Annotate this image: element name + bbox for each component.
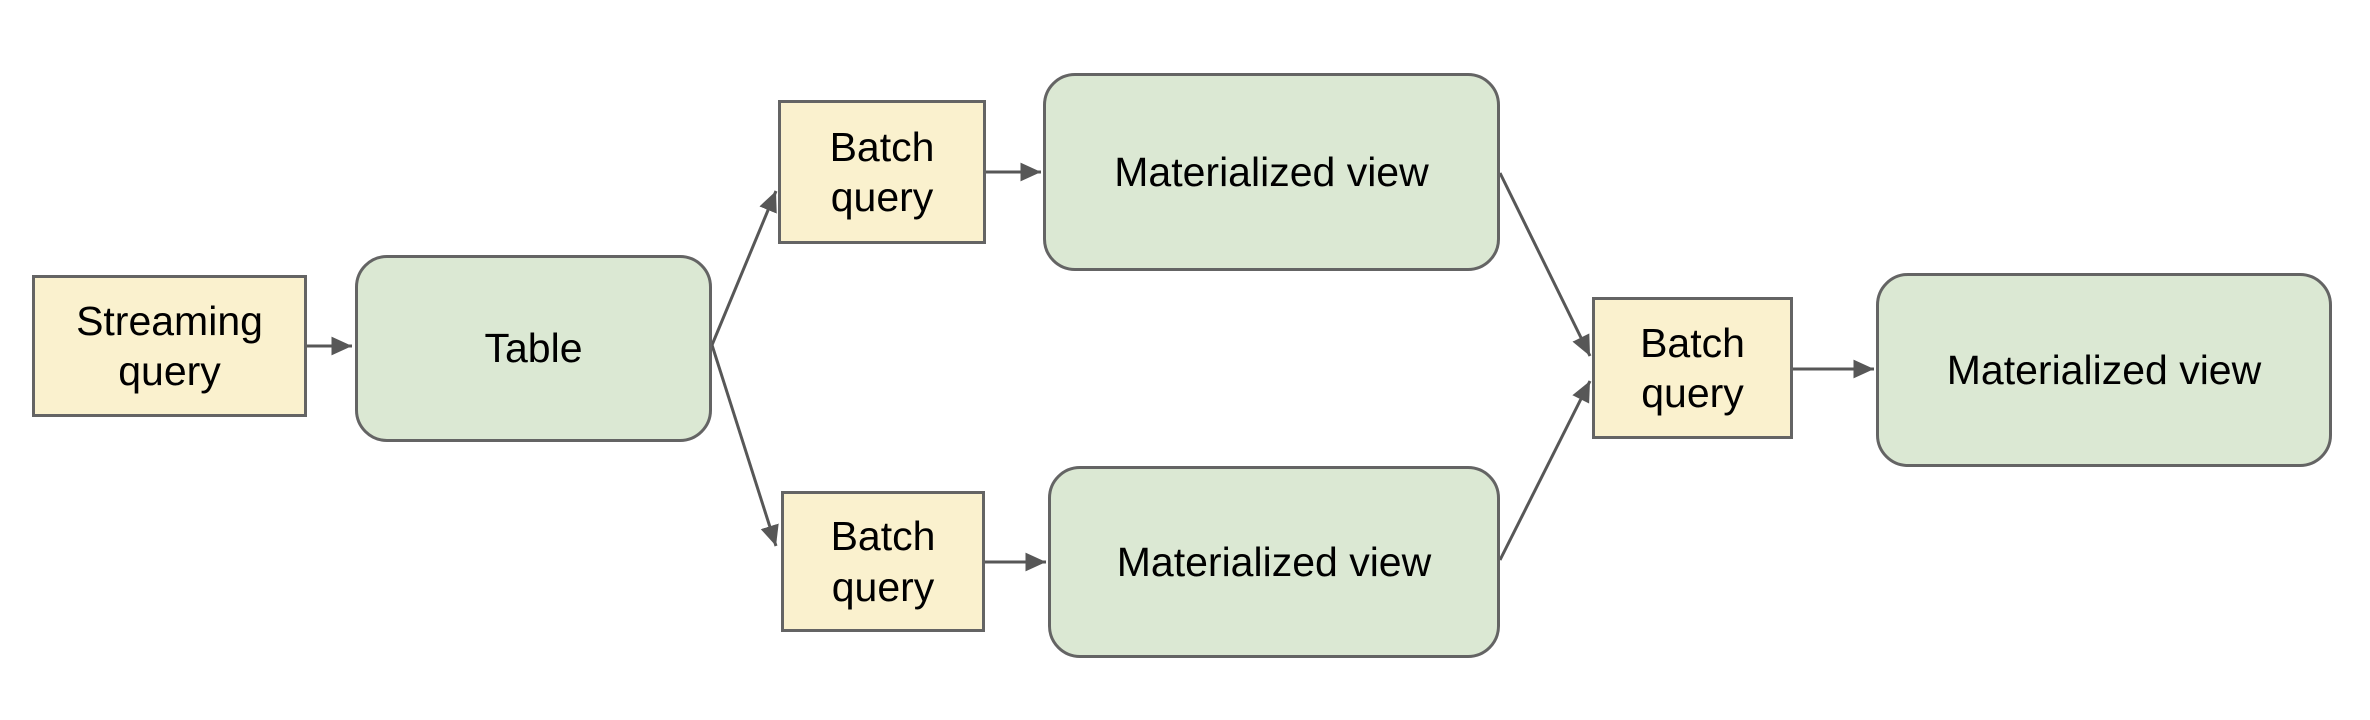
edge-table-to-batch-query-top [710, 190, 778, 346]
edge-table-to-batch-query-bottom [710, 344, 779, 547]
node-materialized-view-bottom-label: Materialized view [1116, 538, 1432, 585]
node-batch-query-bottom: Batch query [781, 491, 985, 632]
node-materialized-view-top-label: Materialized view [1114, 148, 1429, 195]
node-table-label: Table [484, 325, 583, 372]
node-batch-query-bottom-label: Batch query [830, 513, 936, 610]
node-materialized-view-top: Materialized view [1043, 73, 1500, 271]
node-streaming-query: Streaming query [32, 275, 307, 417]
node-batch-query-merge: Batch query [1592, 297, 1793, 439]
edge-materialized-view-bottom-to-batch-query-merge [1498, 380, 1592, 561]
node-batch-query-top: Batch query [778, 100, 986, 244]
node-materialized-view-final-label: Materialized view [1946, 346, 2262, 393]
node-batch-query-merge-label: Batch query [1640, 319, 1745, 416]
node-materialized-view-final: Materialized view [1876, 273, 2332, 467]
edge-materialized-view-top-to-batch-query-merge [1498, 172, 1592, 357]
node-materialized-view-bottom: Materialized view [1048, 466, 1500, 658]
node-batch-query-top-label: Batch query [829, 123, 935, 220]
node-table: Table [355, 255, 712, 442]
node-streaming-query-label: Streaming query [76, 297, 263, 394]
